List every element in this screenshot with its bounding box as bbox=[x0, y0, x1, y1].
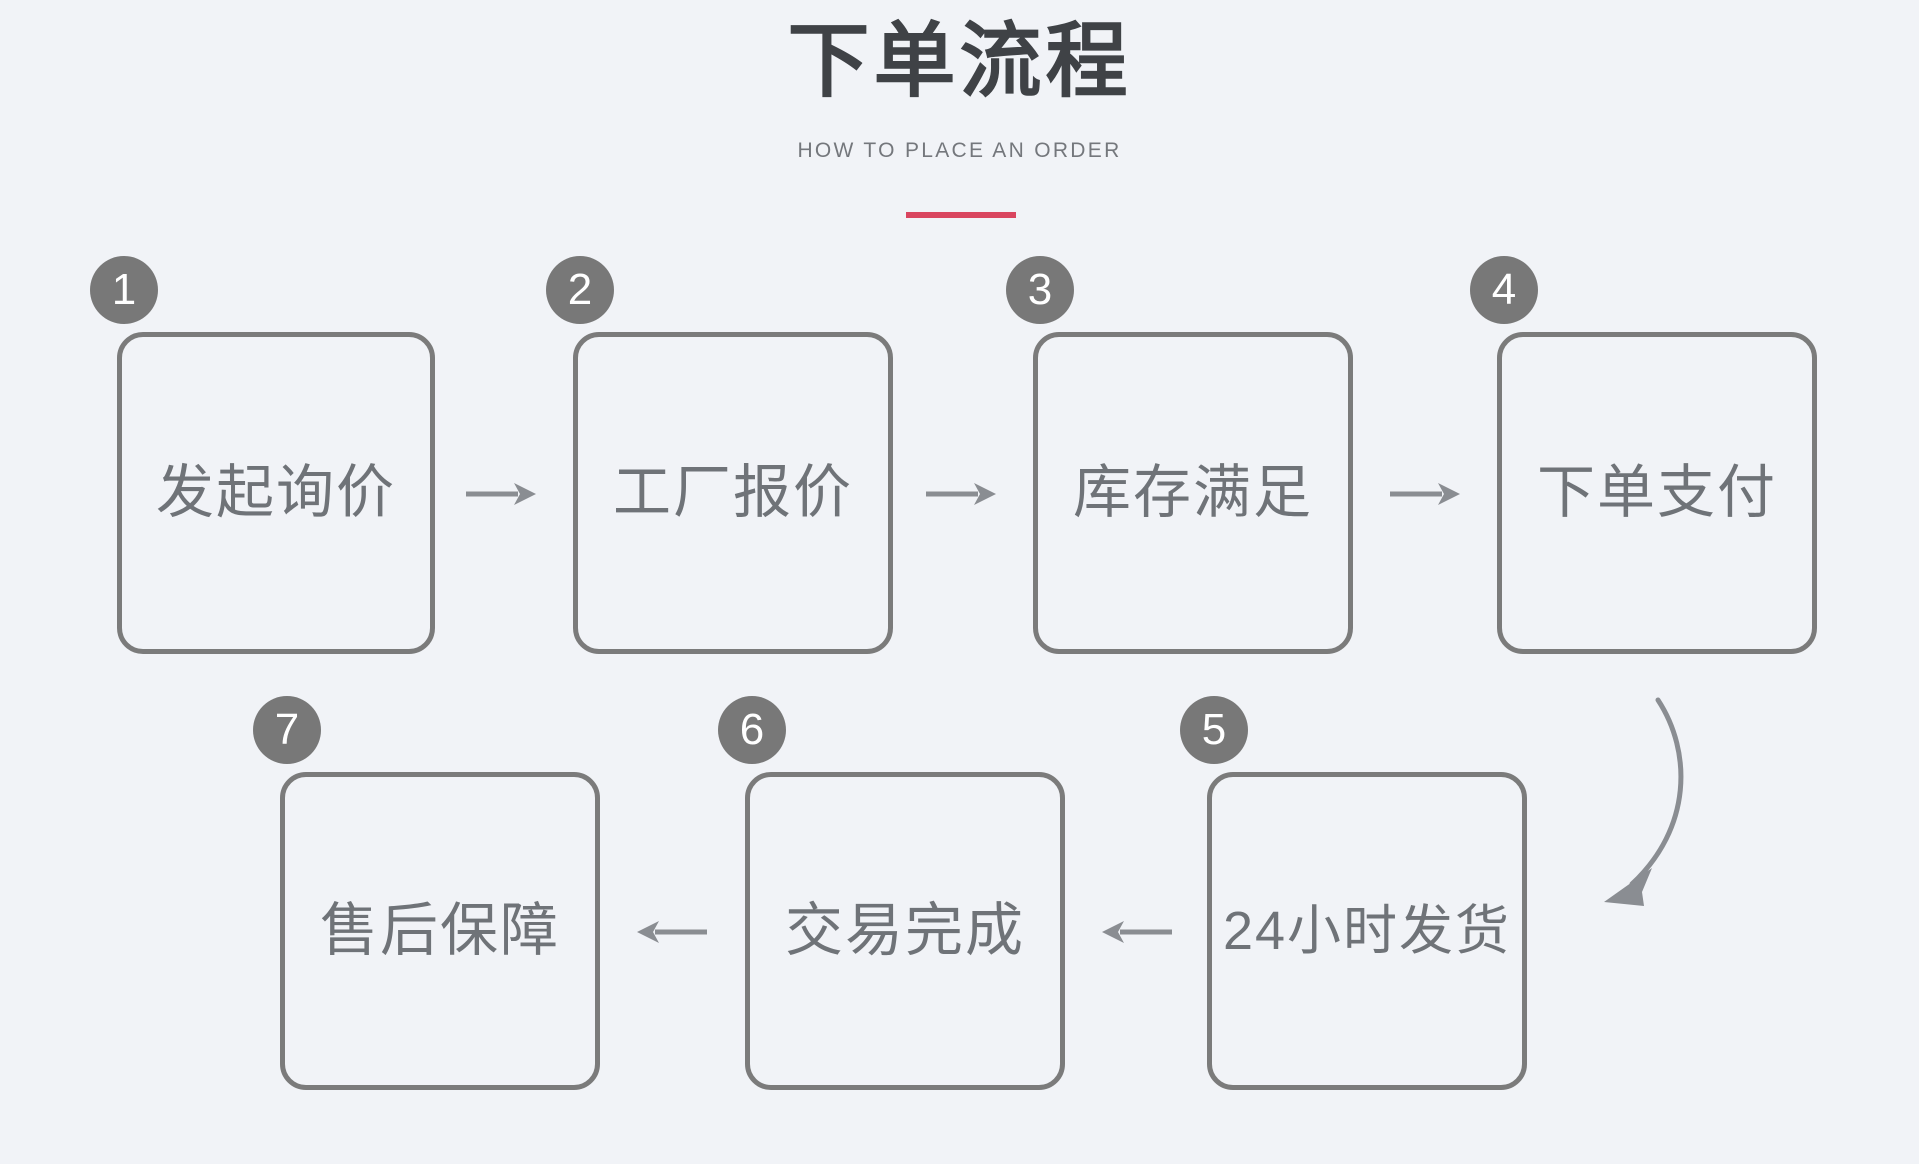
step-label-2: 工厂报价 bbox=[612, 460, 853, 525]
arrow-curve-down-left-icon bbox=[1570, 670, 1800, 920]
step-label-7: 售后保障 bbox=[319, 898, 560, 963]
step-box-5[interactable]: 24小时发货 bbox=[1207, 772, 1527, 1090]
page-subtitle: HOW TO PLACE AN ORDER bbox=[797, 139, 1122, 162]
title-underline-rule bbox=[906, 212, 1016, 218]
step-badge-1: 1 bbox=[90, 256, 158, 324]
step-badge-6: 6 bbox=[718, 696, 786, 764]
arrow-right-icon-2 bbox=[924, 477, 998, 511]
arrow-left-icon-1 bbox=[635, 915, 709, 949]
step-box-7[interactable]: 售后保障 bbox=[280, 772, 600, 1090]
step-label-6: 交易完成 bbox=[784, 898, 1025, 963]
step-box-1[interactable]: 发起询价 bbox=[117, 332, 435, 654]
arrow-left-icon-2 bbox=[1100, 915, 1174, 949]
step-label-5: 24小时发货 bbox=[1222, 901, 1512, 961]
step-box-4[interactable]: 下单支付 bbox=[1497, 332, 1817, 654]
step-badge-2: 2 bbox=[546, 256, 614, 324]
step-badge-3: 3 bbox=[1006, 256, 1074, 324]
step-label-1: 发起询价 bbox=[155, 460, 396, 525]
step-badge-7: 7 bbox=[253, 696, 321, 764]
step-badge-5: 5 bbox=[1180, 696, 1248, 764]
arrow-right-icon-3 bbox=[1388, 477, 1462, 511]
step-badge-4: 4 bbox=[1470, 256, 1538, 324]
page-title: 下单流程 bbox=[787, 16, 1132, 107]
step-box-3[interactable]: 库存满足 bbox=[1033, 332, 1353, 654]
step-box-2[interactable]: 工厂报价 bbox=[573, 332, 893, 654]
step-label-3: 库存满足 bbox=[1072, 460, 1313, 525]
arrow-right-icon-1 bbox=[464, 477, 538, 511]
step-label-4: 下单支付 bbox=[1536, 460, 1777, 525]
step-box-6[interactable]: 交易完成 bbox=[745, 772, 1065, 1090]
